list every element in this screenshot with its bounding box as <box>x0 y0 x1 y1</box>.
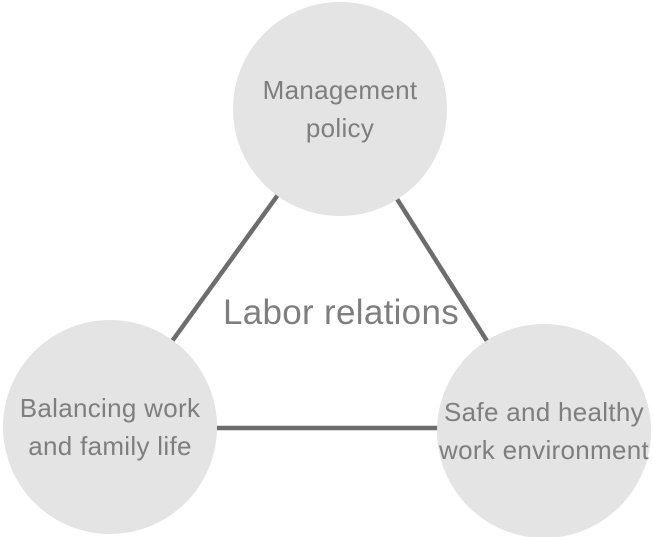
node-management-policy-label-line2: policy <box>305 113 375 143</box>
node-work-family-balance: Balancing work and family life <box>3 320 217 534</box>
node-work-family-balance-label-line2: and family life <box>28 431 192 461</box>
node-management-policy: Management policy <box>233 2 447 216</box>
node-safe-environment-label-line1: Safe and healthy <box>444 397 644 427</box>
node-management-policy-label-line1: Management <box>262 75 418 105</box>
node-safe-environment-label-line2: work environment <box>439 435 649 465</box>
center-label-labor-relations: Labor relations <box>222 293 460 332</box>
node-work-family-balance-label-line1: Balancing work <box>19 393 201 423</box>
node-safe-environment: Safe and healthy work environment <box>437 324 651 537</box>
